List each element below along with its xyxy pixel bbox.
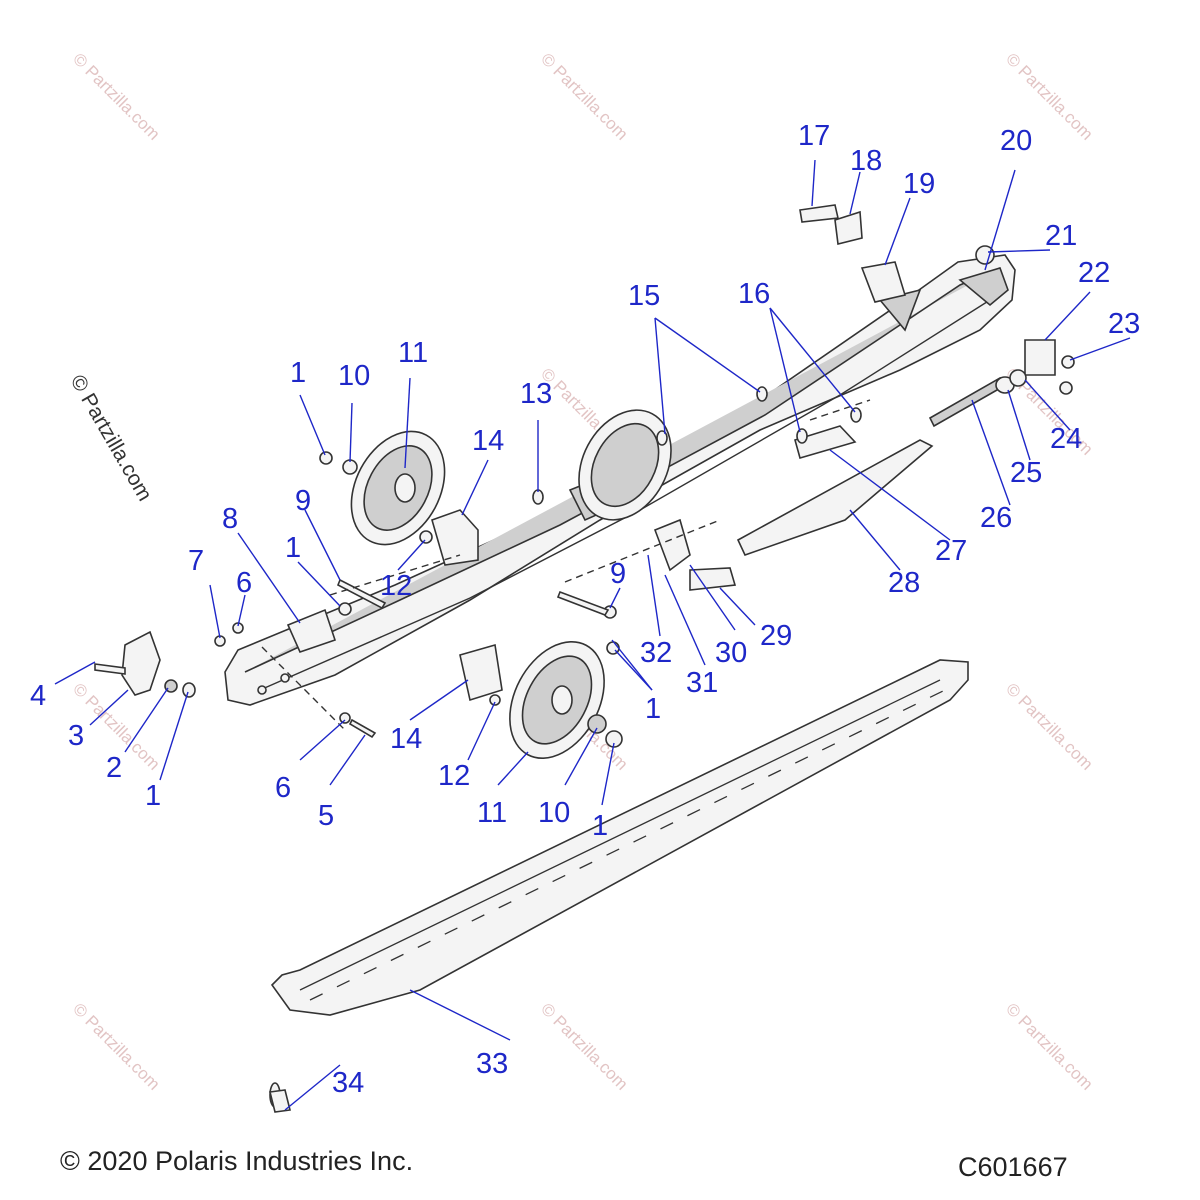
callout-34: 34 <box>332 1067 364 1099</box>
callout-31: 31 <box>686 667 718 699</box>
callout-14: 14 <box>390 723 422 755</box>
callout-9: 9 <box>610 558 626 590</box>
wheel-lower <box>509 641 605 759</box>
callout-23: 23 <box>1108 308 1140 340</box>
callout-7: 7 <box>188 545 204 577</box>
callout-3: 3 <box>68 720 84 752</box>
callout-labels: 4 3 2 1 7 6 8 1 10 11 9 1 12 14 13 15 16… <box>30 120 1140 1099</box>
callout-17: 17 <box>798 120 830 152</box>
callout-29: 29 <box>760 620 792 652</box>
slider <box>270 659 969 1016</box>
callout-16: 16 <box>738 278 770 310</box>
callout-10: 10 <box>338 360 370 392</box>
callout-12: 12 <box>380 570 412 602</box>
callout-1: 1 <box>645 693 661 725</box>
callout-30: 30 <box>715 637 747 669</box>
callout-2: 2 <box>106 752 122 784</box>
callout-24: 24 <box>1050 423 1082 455</box>
callout-10: 10 <box>538 797 570 829</box>
callout-21: 21 <box>1045 220 1077 252</box>
copyright-text: © 2020 Polaris Industries Inc. <box>60 1146 414 1176</box>
callout-32: 32 <box>640 637 672 669</box>
leader-lines <box>54 159 1131 1111</box>
callout-25: 25 <box>1010 457 1042 489</box>
diagram-code: C601667 <box>958 1152 1068 1182</box>
callout-19: 19 <box>903 168 935 200</box>
watermark: © Partzilla.com <box>537 49 631 143</box>
callout-13: 13 <box>520 378 552 410</box>
callout-1: 1 <box>285 532 301 564</box>
callout-26: 26 <box>980 502 1012 534</box>
callout-27: 27 <box>935 535 967 567</box>
callout-8: 8 <box>222 503 238 535</box>
watermark: © Partzilla.com <box>69 49 163 143</box>
callout-15: 15 <box>628 280 660 312</box>
callout-12: 12 <box>438 760 470 792</box>
callout-14: 14 <box>472 425 504 457</box>
callout-4: 4 <box>30 680 46 712</box>
callout-6: 6 <box>275 772 291 804</box>
watermark: © Partzilla.com <box>69 999 163 1093</box>
watermark-dark: © Partzilla.com <box>66 371 157 505</box>
callout-5: 5 <box>318 800 334 832</box>
callout-6: 6 <box>236 567 252 599</box>
callout-28: 28 <box>888 567 920 599</box>
callout-11: 11 <box>398 337 428 369</box>
callout-20: 20 <box>1000 125 1032 157</box>
callout-1: 1 <box>290 357 306 389</box>
callout-18: 18 <box>850 145 882 177</box>
callout-22: 22 <box>1078 257 1110 289</box>
wheel-upper-right <box>578 409 672 521</box>
callout-9: 9 <box>295 485 311 517</box>
watermark: © Partzilla.com <box>1002 679 1096 773</box>
callout-1: 1 <box>592 810 608 842</box>
watermarks: © Partzilla.com © Partzilla.com © Partzi… <box>66 49 1097 1093</box>
watermark: © Partzilla.com <box>537 999 631 1093</box>
callout-1: 1 <box>145 780 161 812</box>
watermark: © Partzilla.com <box>1002 999 1096 1093</box>
wheel-upper-left <box>350 430 446 546</box>
callout-33: 33 <box>476 1048 508 1080</box>
callout-11: 11 <box>477 797 507 829</box>
small-parts <box>94 204 1075 1113</box>
